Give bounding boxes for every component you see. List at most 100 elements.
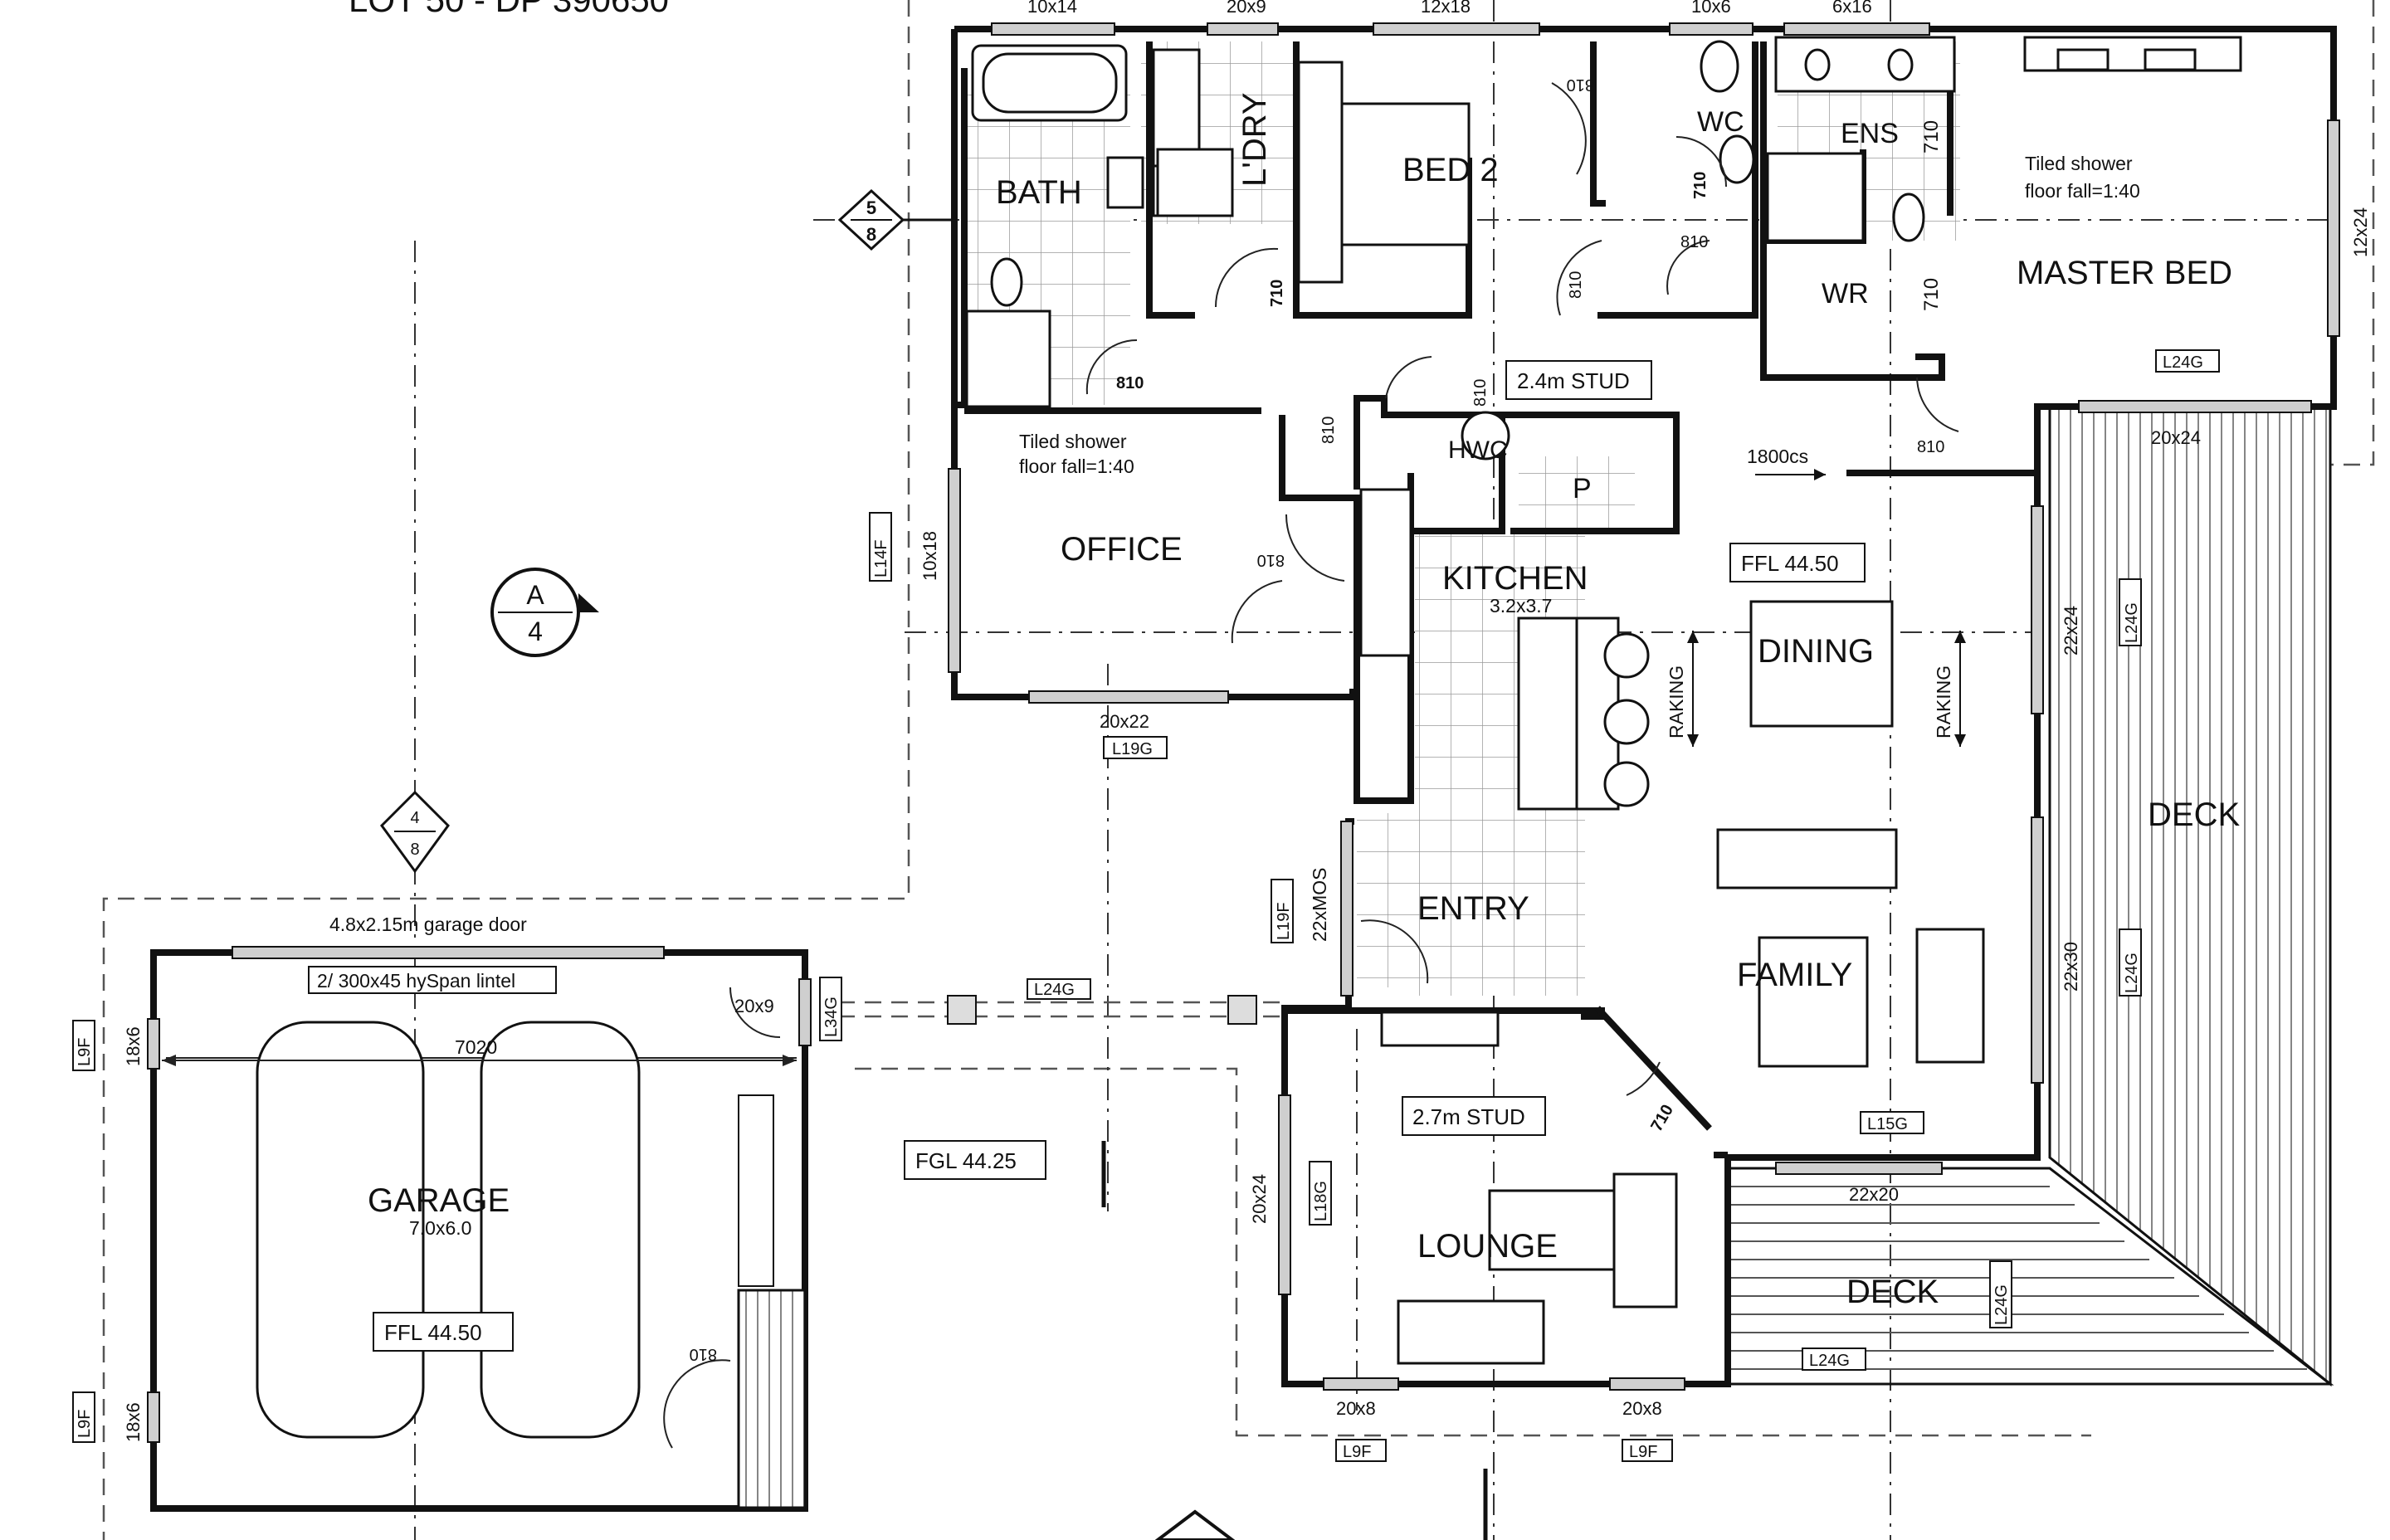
section-marker-a-4: A 4 bbox=[490, 568, 599, 657]
door-810-wc: 810 bbox=[1680, 233, 1708, 251]
marker-1-top: 5 bbox=[866, 197, 876, 218]
stud-24: 2.4m STUD bbox=[1517, 368, 1630, 393]
kitchen-size: 3.2x3.7 bbox=[1490, 595, 1552, 616]
door-710-ldry: 710 bbox=[1268, 280, 1286, 307]
marker-2-top: A bbox=[526, 580, 544, 610]
door-710-ens: 710 bbox=[1920, 120, 1943, 154]
ffl-garage: FFL 44.50 bbox=[384, 1320, 482, 1345]
room-bed2: BED 2 bbox=[1402, 152, 1499, 188]
shower-note-1b: floor fall=1:40 bbox=[1019, 456, 1134, 477]
room-dining: DINING bbox=[1758, 633, 1874, 670]
door-810-garage: 810 bbox=[690, 1345, 717, 1363]
room-family: FAMILY bbox=[1737, 957, 1852, 993]
window-labels: 10x14 20x9 12x18 10x6 6x16 12x24 20x24 2… bbox=[123, 0, 2371, 1442]
door-810-hall2: 810 bbox=[1319, 417, 1338, 444]
lintel-l14f: L14F bbox=[872, 539, 890, 578]
shower-note-2a: Tiled shower bbox=[2025, 153, 2133, 174]
site-boundary bbox=[102, 0, 2375, 1540]
door-810-bath: 810 bbox=[1116, 374, 1144, 392]
win-20x9-top: 20x9 bbox=[1227, 0, 1266, 17]
lintel-l34g: L34G bbox=[822, 997, 841, 1037]
bottom-lines bbox=[1101, 1141, 1488, 1540]
ffl-house: FFL 44.50 bbox=[1741, 551, 1839, 576]
raking-arrows bbox=[1687, 631, 1966, 747]
door-810-hall: 810 bbox=[1567, 271, 1585, 299]
win-20x24-top: 20x24 bbox=[2151, 427, 2201, 448]
raking-2: RAKING bbox=[1933, 665, 1954, 738]
lintel-l24g-deck4: L24G bbox=[1809, 1352, 1850, 1370]
section-marker-4-8: 4 8 bbox=[380, 790, 450, 874]
garage-dimension bbox=[162, 1055, 797, 1066]
win-20x8-b: 20x8 bbox=[1622, 1398, 1662, 1419]
door-labels: 810 810 710 810 710 810 710 710 810 810 … bbox=[690, 76, 1945, 1363]
shower-note-1a: Tiled shower bbox=[1019, 431, 1127, 452]
lintel-l9f-c: L9F bbox=[1343, 1443, 1371, 1461]
cs-1800: 1800cs bbox=[1747, 446, 1808, 467]
room-master-bed: MASTER BED bbox=[2017, 255, 2232, 291]
lintel-l24g-link: L24G bbox=[1034, 981, 1075, 999]
lintel-l19g-office: L19G bbox=[1112, 740, 1153, 758]
room-office: OFFICE bbox=[1061, 531, 1183, 568]
win-20x9-garage: 20x9 bbox=[734, 996, 774, 1016]
room-pantry: P bbox=[1573, 473, 1592, 504]
door-710-wc: 710 bbox=[1691, 172, 1710, 199]
lintel-l24g-deck3: L24G bbox=[1992, 1284, 2011, 1325]
door-710-wr: 710 bbox=[1920, 278, 1943, 311]
room-deck-right: DECK bbox=[2148, 797, 2240, 833]
room-lounge: LOUNGE bbox=[1417, 1228, 1558, 1265]
lintel-l18g-lounge: L18G bbox=[1312, 1181, 1330, 1221]
entry-mos: 22xMOS bbox=[1309, 868, 1330, 942]
lintel-l9f-a: L9F bbox=[76, 1038, 94, 1066]
lintel-l24g-deck1: L24G bbox=[2123, 602, 2141, 643]
win-20x22: 20x22 bbox=[1100, 711, 1149, 732]
lintel-l24g-deck2: L24G bbox=[2123, 953, 2141, 993]
covered-link bbox=[838, 995, 1285, 1025]
room-wr: WR bbox=[1822, 278, 1869, 309]
lintel-l9f-d: L9F bbox=[1629, 1443, 1657, 1461]
lintel-tags: L14F L19G L24G L24G L24G L19F L24G L9F L… bbox=[72, 349, 2220, 1462]
door-810-hwc: 810 bbox=[1471, 379, 1490, 407]
win-18x6-b: 18x6 bbox=[123, 1402, 144, 1442]
room-garage: GARAGE bbox=[368, 1182, 510, 1219]
win-12x18: 12x18 bbox=[1421, 0, 1471, 17]
win-20x8-a: 20x8 bbox=[1336, 1398, 1376, 1419]
room-laundry: L'DRY bbox=[1236, 92, 1273, 187]
win-12x24: 12x24 bbox=[2350, 207, 2371, 257]
garage-width: 7020 bbox=[455, 1036, 497, 1058]
fgl: FGL 44.25 bbox=[915, 1148, 1017, 1173]
door-810-bed2: 810 bbox=[1567, 76, 1594, 94]
lintel-l19f-entry: L19F bbox=[1275, 902, 1293, 940]
win-22x20: 22x20 bbox=[1849, 1184, 1899, 1205]
room-entry: ENTRY bbox=[1417, 890, 1529, 927]
garage-size: 7.0x6.0 bbox=[409, 1217, 471, 1239]
garage-door-note: 4.8x2.15m garage door bbox=[329, 914, 527, 935]
room-labels: BATH L'DRY BED 2 WC ENS MASTER BED WR OF… bbox=[368, 92, 2240, 1310]
lintel-note: 2/ 300x45 hySpan lintel bbox=[317, 970, 515, 992]
decks bbox=[1726, 405, 2334, 1387]
win-10x14: 10x14 bbox=[1027, 0, 1077, 17]
room-deck-bottom: DECK bbox=[1846, 1274, 1939, 1310]
lintel-l9f-b: L9F bbox=[76, 1410, 94, 1438]
section-marker-5-8: 5 8 bbox=[837, 188, 954, 251]
door-810-mbed: 810 bbox=[1917, 438, 1944, 456]
win-6x16: 6x16 bbox=[1832, 0, 1872, 17]
door-710-lounge: 710 bbox=[1647, 1102, 1677, 1135]
room-hwc: HWC bbox=[1448, 436, 1508, 464]
door-swings bbox=[663, 82, 1959, 1449]
shower-note-2b: floor fall=1:40 bbox=[2025, 180, 2140, 202]
win-18x6-a: 18x6 bbox=[123, 1026, 144, 1066]
marker-1-bottom: 8 bbox=[866, 224, 876, 245]
raking-1: RAKING bbox=[1666, 665, 1687, 738]
win-22x24: 22x24 bbox=[2061, 606, 2081, 655]
notes: Tiled shower floor fall=1:40 Tiled showe… bbox=[308, 153, 2140, 1352]
room-wc: WC bbox=[1697, 106, 1744, 138]
lintel-l24g-master: L24G bbox=[2163, 353, 2203, 372]
lot-title: LOT 50 - DP 390650 bbox=[349, 0, 669, 19]
house-walls bbox=[951, 26, 2337, 1387]
section-marker-bottom bbox=[1154, 1509, 1236, 1540]
win-22x30: 22x30 bbox=[2061, 942, 2081, 992]
room-kitchen: KITCHEN bbox=[1442, 560, 1588, 597]
marker-2-bottom: 4 bbox=[528, 616, 543, 646]
marker-3-bottom: 8 bbox=[410, 841, 419, 859]
